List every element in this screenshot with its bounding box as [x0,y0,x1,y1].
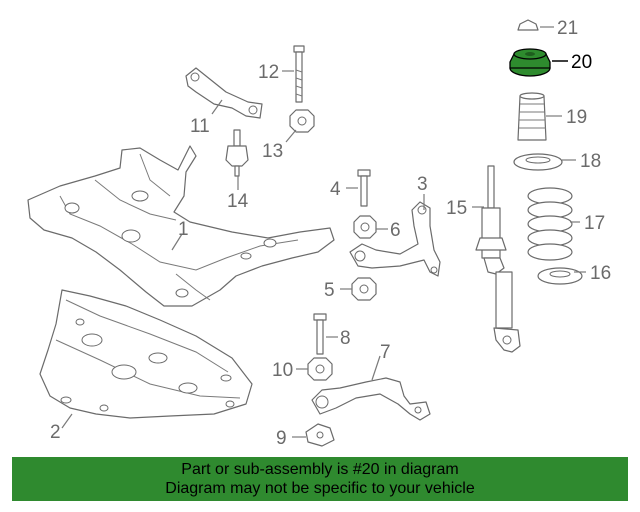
callout-1: 1 [178,219,189,240]
callout-20-highlighted: 20 [571,52,592,73]
callout-7: 7 [380,342,391,363]
callout-17: 17 [584,213,605,234]
callout-21: 21 [557,18,578,39]
callout-4: 4 [330,179,341,200]
banner-line-disclaimer: Diagram may not be specific to your vehi… [165,480,475,497]
underbody-shield-part[interactable] [39,289,253,419]
callout-lines [61,26,586,438]
parts-diagram: 1 2 3 4 5 6 7 8 9 10 11 12 13 14 15 16 1… [27,18,611,449]
lower-spring-seat-part-16[interactable] [537,267,583,285]
callout-11: 11 [190,116,210,137]
info-banner: Part or sub-assembly is #20 in diagram D… [12,457,628,501]
nut-part-13[interactable] [289,109,315,133]
callout-2: 2 [50,422,61,443]
strut-part-15[interactable] [475,165,521,353]
control-arm-part-11[interactable] [185,67,263,119]
callout-18: 18 [580,151,601,172]
spring-seat-part-18[interactable] [513,153,563,171]
dust-boot-part-19[interactable] [517,92,547,141]
subframe-part[interactable] [27,145,335,307]
stabilizer-link-part-14[interactable] [225,129,249,177]
bracket-part-9[interactable] [305,423,335,447]
nut-part-6[interactable] [353,215,377,239]
strut-mount-part-20[interactable] [509,48,551,77]
lower-control-arm-part-7[interactable] [311,377,431,421]
callout-3: 3 [417,174,428,195]
bolt-part-12[interactable] [293,45,305,103]
callout-16: 16 [590,263,611,284]
cap-part-21[interactable] [517,19,539,31]
banner-line-part-number: Part or sub-assembly is #20 in diagram [181,461,459,478]
callout-12: 12 [258,62,279,83]
upper-control-arm-part-3[interactable] [349,201,441,277]
callout-19: 19 [566,107,587,128]
callout-6: 6 [390,220,401,241]
callout-8: 8 [340,328,351,349]
bolt-part-8[interactable] [313,313,327,355]
callout-labels: 1 2 3 4 5 6 7 8 9 10 11 12 13 14 15 16 1… [50,18,611,449]
callout-15: 15 [446,198,467,219]
callout-14: 14 [227,191,249,212]
coil-spring-part-17[interactable] [527,187,573,261]
callout-9: 9 [276,428,287,449]
callout-10: 10 [272,360,293,381]
callout-13: 13 [262,141,283,162]
nut-part-5[interactable] [351,277,377,301]
nut-part-10[interactable] [307,357,333,381]
callout-5: 5 [324,280,335,301]
bolt-part-4[interactable] [357,169,371,207]
